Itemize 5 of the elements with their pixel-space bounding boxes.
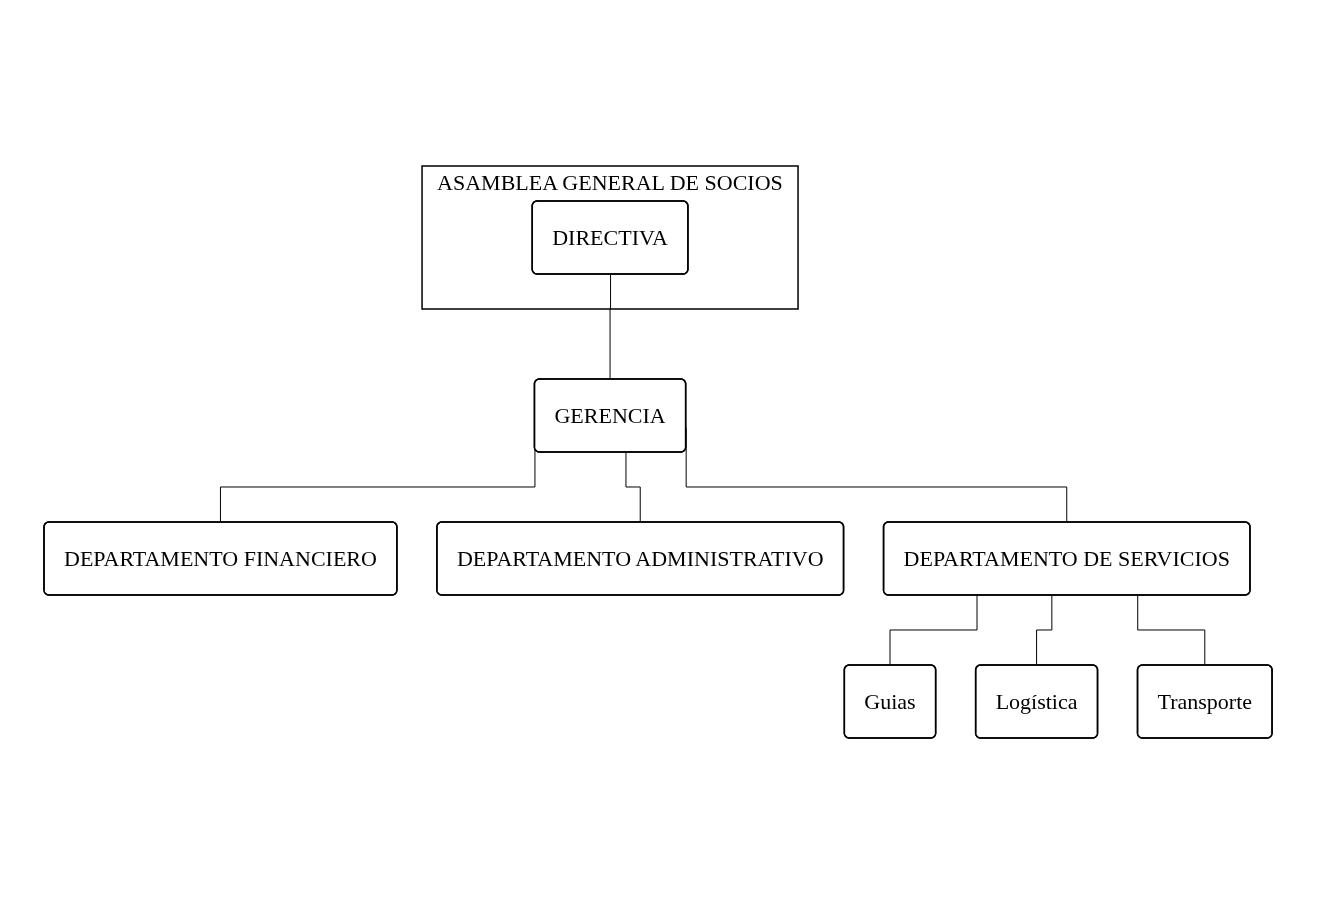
- connector: [1137, 595, 1207, 666]
- connector: [1036, 595, 1053, 666]
- connector: [610, 274, 612, 380]
- connector: [625, 452, 642, 523]
- connector: [889, 595, 978, 666]
